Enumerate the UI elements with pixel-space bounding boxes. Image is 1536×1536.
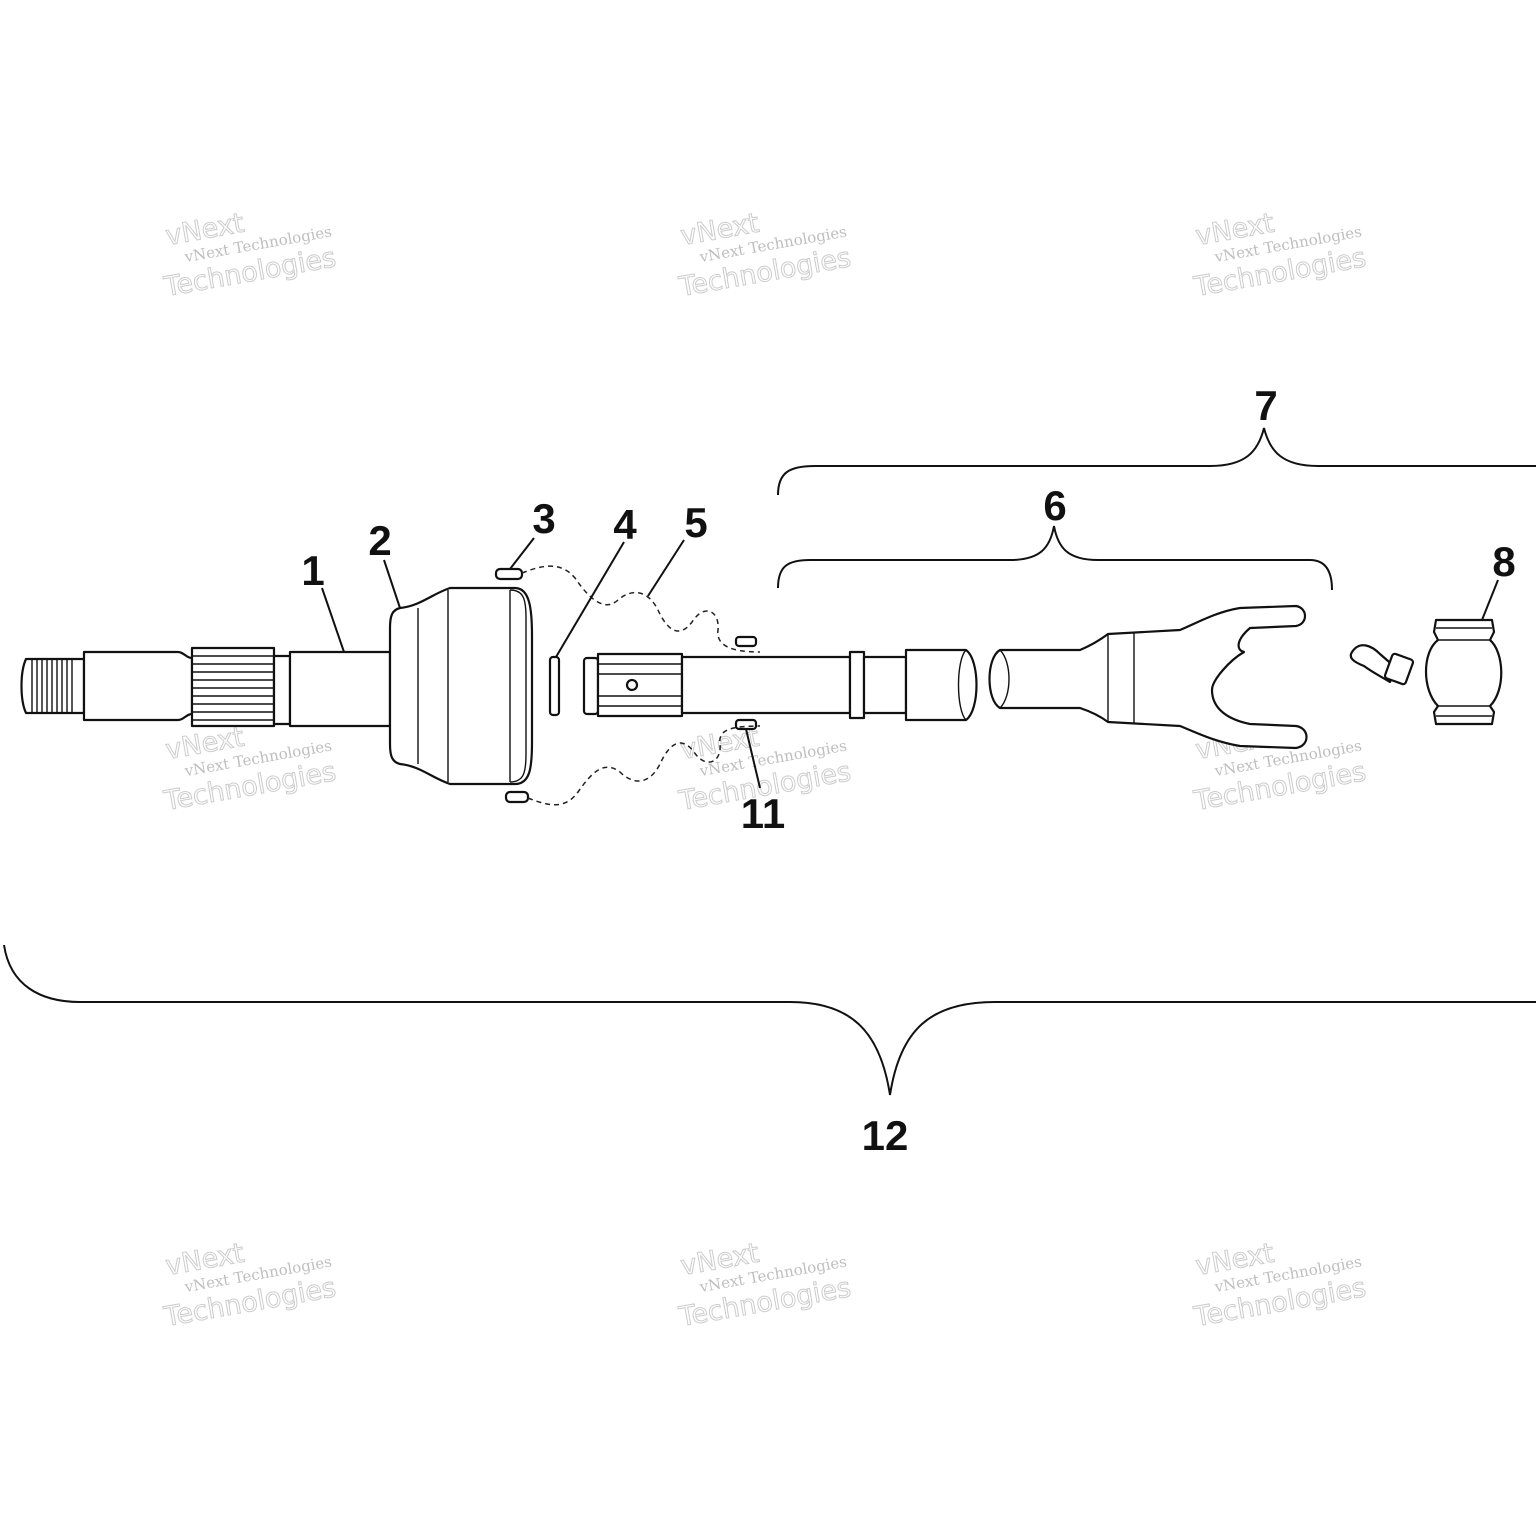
callout-12: 12 — [862, 1112, 909, 1159]
thread-lines — [31, 659, 73, 713]
callout-3: 3 — [532, 495, 555, 542]
leader-11 — [745, 728, 761, 789]
callout-1: 1 — [301, 547, 324, 594]
spline-lines — [598, 663, 682, 707]
callout-8: 8 — [1492, 538, 1515, 585]
callout-11: 11 — [741, 790, 785, 837]
universal-joint-cross — [1425, 618, 1503, 726]
clamp-clip-bottom — [504, 790, 530, 804]
watermark-bottom-center: vNext vNext Technologies Technologies — [676, 1237, 854, 1333]
leader-8 — [1481, 579, 1499, 621]
grease-fitting — [1349, 644, 1415, 686]
brace-12 — [3, 944, 1536, 1096]
clamp-clip-right-top — [734, 635, 758, 648]
snap-ring — [548, 655, 561, 717]
watermark-bottom-right: vNext vNext Technologies Technologies — [1191, 1237, 1369, 1333]
callout-4: 4 — [613, 501, 637, 548]
leader-3 — [509, 537, 535, 570]
watermark-top-center: vNext vNext Technologies Technologies — [676, 207, 854, 303]
inner-spline-shaft — [582, 648, 978, 722]
callout-2: 2 — [368, 517, 391, 564]
leader-2 — [383, 559, 401, 609]
driveshaft-yoke-end — [988, 604, 1308, 750]
cv-joint-housing — [388, 586, 534, 786]
leader-5 — [647, 539, 685, 597]
leader-4 — [555, 541, 625, 658]
boot-phantom-outline — [521, 565, 761, 806]
clamp-clip-top — [494, 567, 524, 581]
spline-lines — [192, 655, 274, 721]
callout-6: 6 — [1043, 482, 1066, 529]
watermark-bottom-left: vNext vNext Technologies Technologies — [161, 1237, 339, 1333]
callout-5: 5 — [684, 499, 707, 546]
watermark-top-left: vNext vNext Technologies Technologies — [161, 207, 339, 303]
watermark-top-right: vNext vNext Technologies Technologies — [1191, 207, 1369, 303]
clamp-clip-right-bottom — [734, 718, 758, 731]
callout-7: 7 — [1254, 382, 1277, 429]
stub-shaft — [20, 646, 392, 728]
brace-7 — [777, 427, 1536, 496]
brace-6 — [777, 525, 1333, 591]
leader-1 — [321, 587, 345, 653]
